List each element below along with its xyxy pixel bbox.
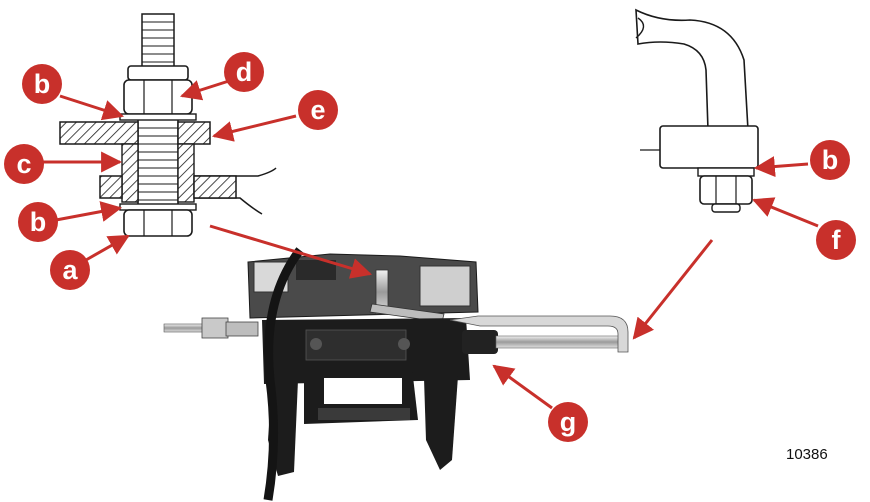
leader-line-e bbox=[211, 114, 297, 142]
detail-arrow-right bbox=[632, 239, 714, 340]
link-arm bbox=[99, 167, 277, 215]
leader-lines bbox=[34, 78, 819, 410]
figure-number: 10386 bbox=[786, 446, 828, 463]
jam-nut-top bbox=[123, 65, 193, 115]
callout-c: c bbox=[4, 144, 44, 184]
elbow-washer bbox=[697, 167, 755, 177]
cross-section-detail bbox=[59, 13, 277, 237]
steering-assembly-photo bbox=[163, 247, 629, 501]
elbow-rod-outline bbox=[635, 8, 749, 131]
callout-b2-label: b bbox=[30, 207, 47, 237]
callout-f-label: f bbox=[832, 225, 842, 255]
callout-b3-label: b bbox=[822, 145, 839, 175]
washer-upper bbox=[119, 113, 197, 121]
leader-line-b3 bbox=[753, 156, 809, 178]
elbow-nut bbox=[699, 175, 753, 213]
callout-f: f bbox=[816, 220, 856, 260]
callout-b1-label: b bbox=[34, 69, 51, 99]
spacer bbox=[121, 143, 195, 203]
elbow-collar bbox=[659, 125, 759, 169]
callout-c-label: c bbox=[16, 149, 31, 179]
callout-e: e bbox=[298, 90, 338, 130]
callout-b2: b bbox=[18, 202, 58, 242]
leader-line-f bbox=[752, 197, 819, 228]
leader-line-b1 bbox=[59, 94, 124, 121]
upper-plate bbox=[59, 121, 211, 145]
callout-a-label: a bbox=[62, 255, 78, 285]
leader-line-a bbox=[85, 234, 130, 262]
callout-a: a bbox=[50, 250, 90, 290]
callout-b1: b bbox=[22, 64, 62, 104]
nut-bottom bbox=[123, 209, 193, 237]
washer-lower bbox=[119, 203, 197, 211]
detail-arrow-left bbox=[209, 224, 373, 279]
callout-d-label: d bbox=[236, 57, 253, 87]
leader-line-b2 bbox=[55, 201, 123, 222]
callout-d: d bbox=[224, 52, 264, 92]
callout-e-label: e bbox=[310, 95, 325, 125]
callout-g: g bbox=[548, 402, 588, 442]
leader-line-d bbox=[179, 78, 233, 101]
leader-line-g bbox=[492, 364, 553, 410]
elbow-rod-detail bbox=[635, 8, 759, 213]
callout-b3: b bbox=[810, 140, 850, 180]
callout-g-label: g bbox=[560, 407, 577, 437]
